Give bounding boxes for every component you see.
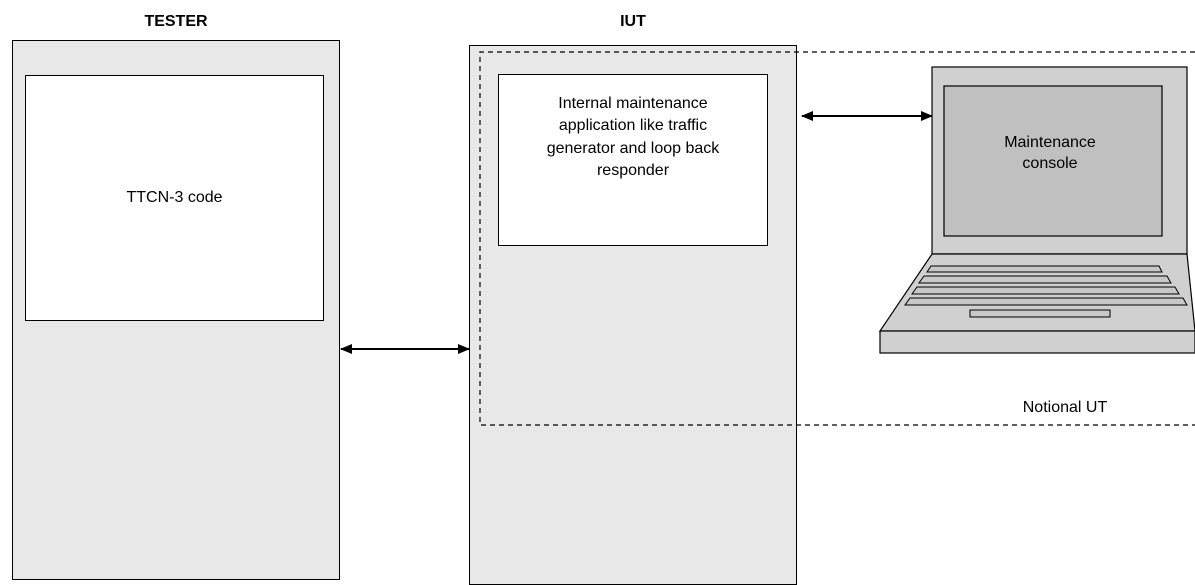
laptop-icon xyxy=(878,66,1195,354)
notional-ut-label: Notional UT xyxy=(1022,399,1108,416)
laptop-trackpad xyxy=(969,309,1111,318)
internal-app-label-line: application like traffic xyxy=(558,117,708,135)
laptop-key-row-3 xyxy=(911,286,1180,295)
internal-app-label-line: Internal maintenance xyxy=(558,95,708,112)
internal-app-label-line: responder xyxy=(596,162,670,180)
iut-title: IUT xyxy=(620,13,646,30)
maintenance-console-label: Maintenance console xyxy=(960,133,1140,175)
tester-title: TESTER xyxy=(144,13,208,30)
laptop-screen xyxy=(943,85,1163,237)
laptop-base xyxy=(879,330,1195,354)
laptop-key-row-1 xyxy=(926,265,1163,273)
diagram-canvas xyxy=(340,51,1195,426)
ttcn3-code-label: TTCN-3 code xyxy=(126,188,223,206)
laptop-key-row-2 xyxy=(918,275,1172,284)
console-label-line: Maintenance xyxy=(1004,134,1096,151)
ttcn3-code-box: TTCN-3 code xyxy=(25,75,324,321)
laptop-key-row-4 xyxy=(904,297,1188,306)
internal-app-label-line: generator and loop back xyxy=(546,139,720,157)
notional-ut-boundary xyxy=(479,51,1195,426)
internal-maintenance-app-box: Internal maintenance application like tra… xyxy=(498,74,768,246)
console-label-line: console xyxy=(1022,154,1078,172)
internal-maintenance-app-label: Internal maintenance application like tra… xyxy=(547,93,720,183)
